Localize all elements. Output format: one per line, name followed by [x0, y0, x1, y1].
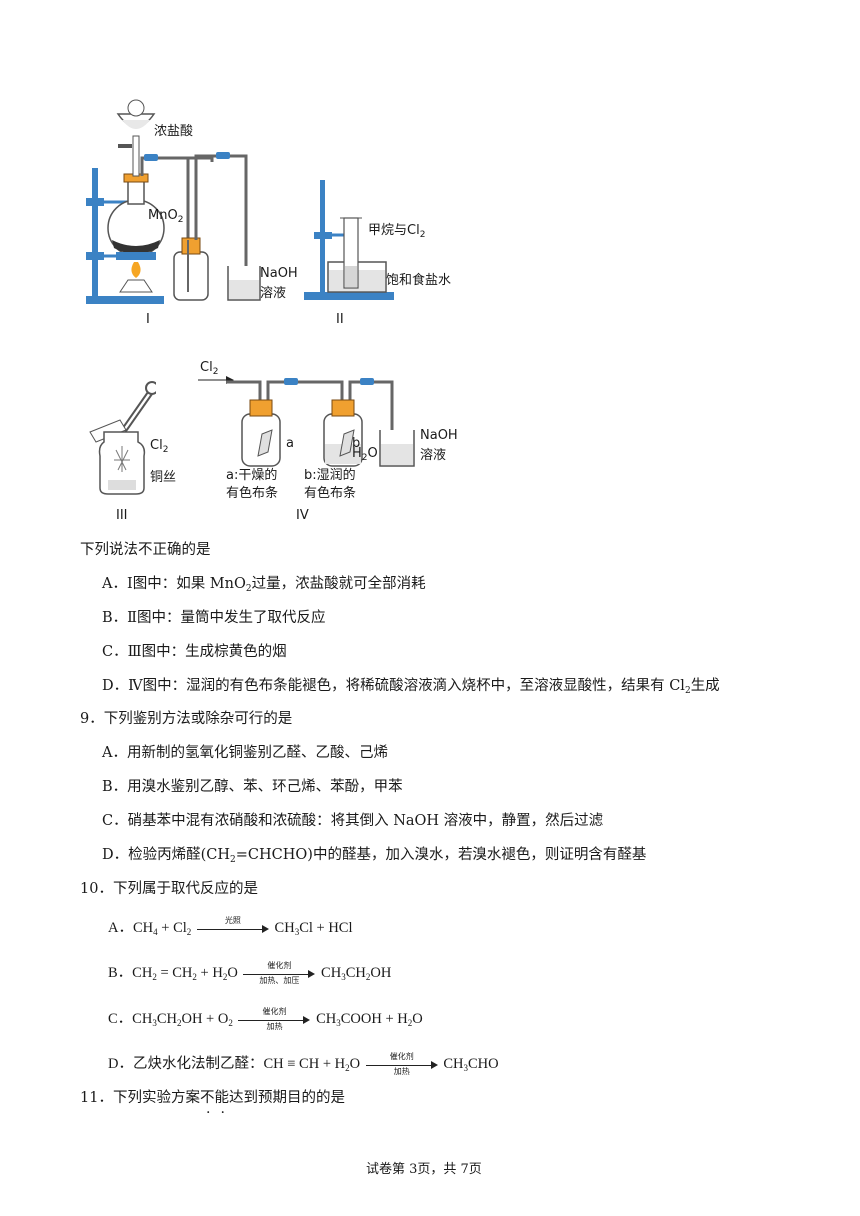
reaction-arrow: 催化剂加热 [365, 1052, 438, 1076]
q9-stem: 9．下列鉴别方法或除杂可行的是 [80, 711, 293, 727]
reaction-arrow: 催化剂加热 [238, 1007, 311, 1031]
q10-stem: 10．下列属于取代反应的是 [80, 881, 258, 897]
chlorine-label-3: Cl2 [150, 438, 169, 455]
water-label: H2O [352, 446, 378, 463]
figure-1-caption: I [146, 312, 150, 327]
chlorine-label-4: Cl2 [200, 360, 219, 377]
brine-label: 饱和食盐水 [386, 273, 452, 288]
mno2-label: MnO2 [148, 208, 184, 225]
copper-wire-label: 铜丝 [150, 470, 177, 485]
apparatus-figure-4 [198, 376, 415, 467]
label-a-desc-2: 有色布条 [226, 486, 279, 501]
naoh-label-1b: 溶液 [260, 286, 287, 301]
label-b: b [352, 436, 361, 451]
q8-option-c: C．Ⅲ图中：生成棕黄色的烟 [102, 644, 287, 660]
label-a: a [286, 436, 294, 451]
page-footer: 试卷第 3页，共 7页 [366, 1162, 482, 1177]
label-b-desc-2: 有色布条 [304, 486, 357, 501]
q8-option-d: D．Ⅳ图中：湿润的有色布条能褪色，将稀硫酸溶液滴入烧杯中，至溶液显酸性，结果有 … [102, 678, 720, 696]
figure-2-caption: II [336, 312, 344, 327]
reaction-arrow: 光照 [196, 916, 269, 939]
apparatus-figure-3 [89, 381, 156, 495]
q8-option-a: A．Ⅰ图中：如果 MnO2过量，浓盐酸就可全部消耗 [102, 576, 426, 594]
q9-option-a: A．用新制的氢氧化铜鉴别乙醛、乙酸、己烯 [102, 745, 388, 761]
q10-option-d: D．乙炔水化法制乙醛：CH ≡ CH + H2O 催化剂加热 CH3CHO [108, 1051, 499, 1076]
q10-option-a: A．CH4 + Cl2 光照 CH3Cl + HCl [108, 915, 353, 939]
q11-stem: 11．下列实验方案不能达到预期目的的是 [80, 1088, 345, 1108]
figure-3-caption: III [116, 508, 128, 523]
naoh-label-4: NaOH [420, 428, 458, 443]
naoh-label-4b: 溶液 [420, 448, 447, 463]
reaction-arrow: 催化剂加热、加压 [243, 961, 316, 985]
q9-option-c: C．硝基苯中混有浓硝酸和浓硫酸：将其倒入 NaOH 溶液中，静置，然后过滤 [102, 813, 604, 829]
apparatus-figure-1 [86, 99, 261, 304]
funnel-label: 浓盐酸 [154, 124, 194, 139]
q9-option-d: D．检验丙烯醛(CH2=CHCHO)中的醛基，加入溴水，若溴水褪色，则证明含有醛… [102, 847, 647, 865]
figure-4-caption: IV [296, 508, 309, 523]
label-b-desc-1: b:湿润的 [304, 468, 356, 483]
q10-option-c: C．CH3CH2OH + O2 催化剂加热 CH3COOH + H2O [108, 1006, 423, 1031]
label-a-desc-1: a:干燥的 [226, 468, 278, 483]
q8-option-b: B．Ⅱ图中：量筒中发生了取代反应 [102, 610, 326, 626]
q10-option-b: B．CH2 = CH2 + H2O 催化剂加热、加压 CH3CH2OH [108, 960, 392, 985]
apparatus-figure-2 [304, 180, 394, 300]
q8-stem: 下列说法不正确的是 [80, 542, 211, 558]
q9-option-b: B．用溴水鉴别乙醇、苯、环己烯、苯酚，甲苯 [102, 779, 403, 795]
naoh-label-1: NaOH [260, 266, 298, 281]
methane-chlorine-label: 甲烷与Cl2 [368, 223, 426, 240]
